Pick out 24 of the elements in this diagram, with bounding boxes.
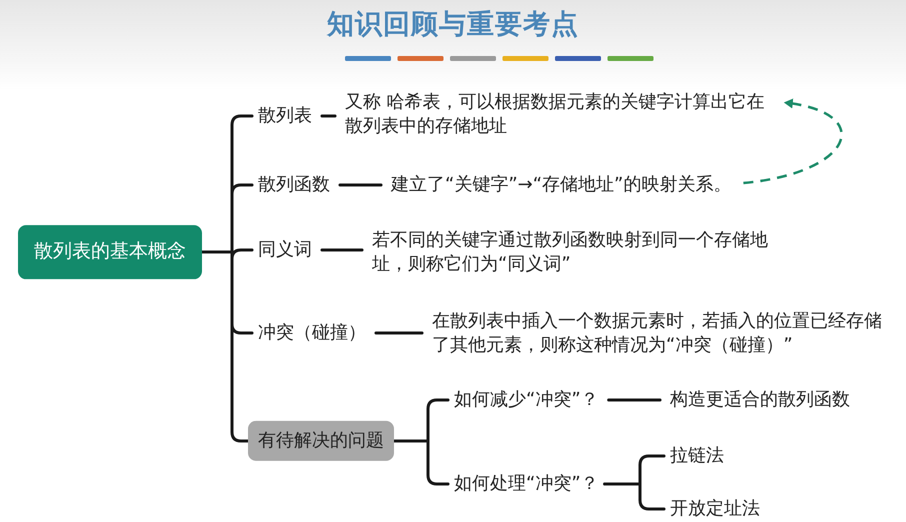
definition-text: 又称 哈希表，可以根据数据元素的关键字计算出它在散列表中的存储地址 — [339, 90, 776, 140]
branch-label: 构造更适合的散列函数 — [664, 388, 856, 412]
connector-line — [374, 332, 424, 334]
definition-text: 若不同的关键字通过散列函数映射到同一个存储地址，则称它们为“同义词” — [366, 228, 796, 278]
definition-text: 在散列表中插入一个数据元素时，若插入的位置已经存储了其他元素，则称这种情况为“冲突（碰撞）” — [426, 310, 892, 358]
page-title: 知识回顾与重要考点 — [327, 8, 579, 42]
connector-line — [603, 482, 666, 510]
connector-line — [338, 184, 382, 186]
connector-line — [320, 114, 336, 118]
topic-box: 散列表的基本概念 — [18, 225, 202, 279]
dashed-arrow — [743, 98, 843, 184]
connector-line — [607, 398, 662, 402]
branch-label: 建立了“关键字”→“存储地址”的映射关系。 — [385, 172, 738, 198]
branch-label: 冲突（碰撞） — [252, 320, 372, 346]
branch-label: 同义词 — [252, 238, 318, 262]
branch-label: 开放定址法 — [664, 496, 766, 522]
branch-label: 如何减少“冲突”？ — [448, 388, 605, 412]
branch-label: 散列函数 — [252, 172, 336, 198]
subtopic-box: 有待解决的问题 — [248, 420, 394, 462]
connector-line — [200, 250, 250, 442]
branch-label: 拉链法 — [664, 444, 730, 468]
branch-label: 如何处理“冲突”？ — [448, 472, 605, 496]
connector-line — [320, 248, 364, 252]
branch-label: 散列表 — [252, 104, 318, 128]
